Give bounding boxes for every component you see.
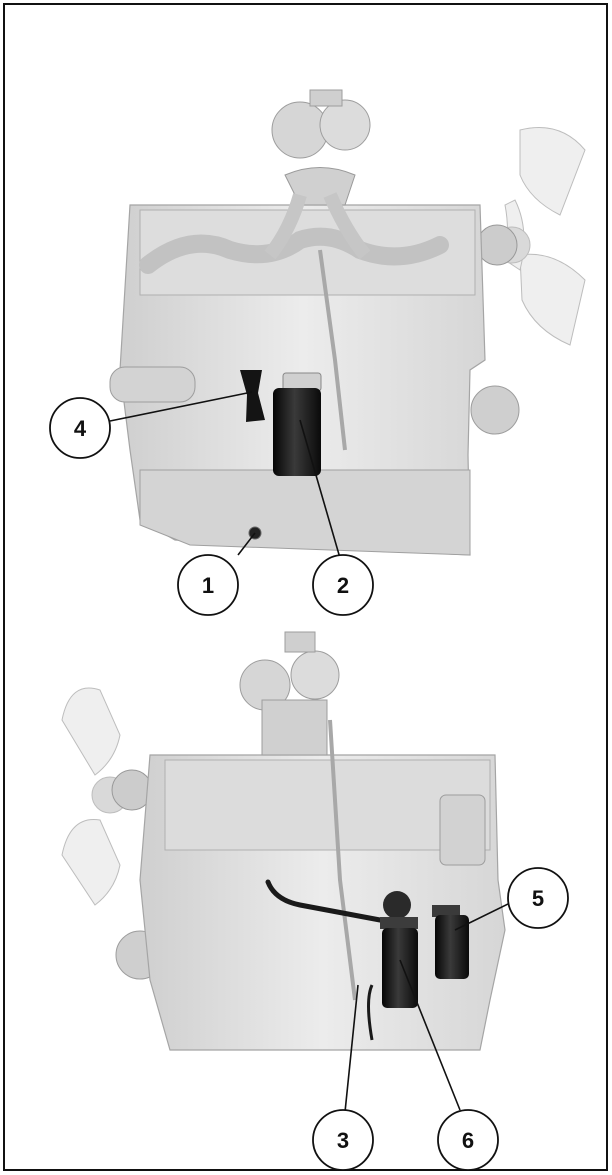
exhaust-manifold-top [139, 227, 449, 274]
callout-6-label: 6 [462, 1128, 474, 1153]
cylinder-head-bottom [164, 759, 491, 851]
fan-bottom [61, 687, 129, 906]
fuel-filter [435, 915, 469, 979]
fuel-line [265, 879, 383, 923]
dipstick-tube-top [318, 249, 347, 451]
callout-5: 5 [507, 867, 569, 929]
oil-pan-top [139, 469, 471, 556]
pulley-top [476, 224, 518, 266]
drain-hose [367, 984, 374, 1041]
pipe-top-1 [264, 193, 307, 260]
callout-2-label: 2 [337, 573, 349, 598]
leader-6 [399, 959, 461, 1111]
fuel-filter-head [432, 905, 460, 917]
callout-4: 4 [49, 397, 111, 459]
starter-top [109, 366, 196, 403]
leader-lines [109, 391, 511, 1113]
turbocharger-top [271, 89, 371, 206]
callout-6: 6 [437, 1109, 499, 1171]
engine-top-view [109, 89, 586, 556]
callout-3: 3 [312, 1109, 374, 1171]
fuel-prefilter [382, 928, 418, 1008]
leader-3 [344, 984, 359, 1113]
callout-5-label: 5 [532, 886, 544, 911]
leader-2 [299, 419, 341, 559]
damper-top [470, 385, 520, 435]
pipe-top-2 [323, 192, 371, 260]
leader-5 [454, 902, 511, 931]
fuel-prefilter-head [380, 917, 418, 929]
engine-bottom-view [61, 631, 506, 1051]
callout-4-label: 4 [74, 416, 87, 441]
side-cover-bottom [439, 794, 486, 866]
figure-frame [3, 3, 608, 1171]
oil-filter [273, 388, 321, 476]
leader-4 [109, 391, 253, 422]
turbocharger-bottom [239, 631, 340, 756]
callout-2: 2 [312, 554, 374, 616]
oil-filler-neck [240, 370, 265, 422]
callout-1-label: 1 [202, 573, 214, 598]
fan-top [493, 127, 586, 346]
dipstick-tube-bottom [328, 719, 357, 1001]
callout-3-label: 3 [337, 1128, 349, 1153]
leader-1 [237, 532, 256, 556]
fuel-prefilter-cap [383, 891, 411, 919]
callout-1: 1 [177, 554, 239, 616]
